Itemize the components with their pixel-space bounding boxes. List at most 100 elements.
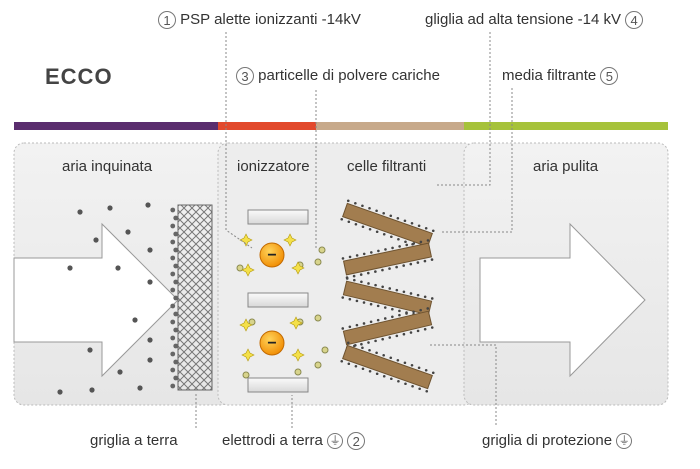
filter-dust [354,222,358,226]
callout-number-3: 3 [236,67,254,86]
filter-dust [411,384,414,388]
captured-particle [170,223,176,229]
filter-dust [418,387,421,391]
dust-particle [115,265,121,271]
filter-dust [341,257,345,260]
filter-dust [369,302,373,306]
filter-dust [346,199,350,203]
filter-dust [398,309,401,313]
filter-dust [409,262,413,266]
filter-dust [395,265,398,269]
band-red [218,122,316,130]
filter-dust [369,320,373,324]
band-tan [316,122,464,130]
band-purple [14,122,218,130]
filter-dust [419,308,422,312]
filter-dust [361,225,365,229]
dust-particle [107,205,113,211]
captured-particle [173,295,179,301]
filter-dust [347,362,351,366]
dust-particle [132,317,138,323]
filter-blade [342,202,433,248]
ground-electrode [247,209,309,225]
filter-dust [423,295,427,299]
filter-dust [395,334,399,338]
dust-particle [145,202,151,208]
captured-particle [170,367,176,373]
charged-particle [314,361,322,369]
zone-label-dirty: aria inquinata [62,158,153,175]
callout-3: 3 particelle di polvere cariche [236,67,440,86]
captured-particle [170,287,176,293]
filter-dust [383,306,387,309]
charged-particle [294,368,302,376]
filter-dust [345,277,349,280]
captured-particle [173,311,179,317]
filter-dust [382,374,386,378]
filter-dust [388,336,392,339]
filter-dust [426,239,430,242]
filter-dust [375,230,379,234]
captured-particle [173,343,179,349]
clean-air-arrow [479,222,646,378]
filter-dust [368,348,371,352]
filter-dust [398,313,401,317]
filter-dust [376,318,380,322]
filter-blade [342,310,433,346]
filter-dust [410,363,414,367]
captured-particle [173,231,179,237]
filter-dust [381,337,384,341]
filter-dust [384,248,387,251]
filter-dust [409,331,413,334]
leader-line-5 [440,88,513,233]
spark-icon [291,348,305,362]
filter-dust [419,240,423,244]
spark-icon [239,318,253,332]
dust-particle [147,247,153,253]
callout-4: gliglia ad alta tensione -14 kV 4 [425,11,644,30]
dust-particle [67,265,73,271]
filter-dust [376,304,380,308]
filter-dust [382,353,385,357]
filter-dust [377,249,380,253]
callout-text-3: particelle di polvere cariche [258,67,440,84]
filter-dust [391,315,394,319]
filter-blade [342,280,433,316]
captured-particle [173,247,179,253]
filter-dust [403,361,407,365]
spark-icon [291,261,305,275]
captured-particle [173,327,179,333]
filter-dust [340,359,344,363]
zone-label-clean: aria pulita [533,158,599,175]
captured-particle [170,303,176,309]
label-protection-grid-text: griglia di protezione [482,432,613,449]
leader-line-protection [430,344,497,425]
captured-particle [173,375,179,381]
spark-icon [283,233,297,247]
filter-dust [396,358,400,362]
filter-dust [355,323,359,327]
filter-dust [368,369,372,373]
charge-symbol: − [267,247,276,264]
filter-dust [359,273,363,276]
captured-particle [170,319,176,325]
filter-dust [381,285,384,289]
dust-particle [57,389,63,395]
callout-text-2: elettrodi a terra [222,432,323,449]
dust-particle [147,357,153,363]
filter-dust [362,322,366,325]
filter-dust [366,271,370,275]
filter-dust [355,299,359,303]
filter-dust [430,297,434,300]
callout-text-5: media filtrante [502,67,597,84]
filter-dust [397,379,400,383]
captured-particle [173,215,179,221]
filter-dust [396,216,400,220]
filter-dust [390,235,393,239]
captured-particle [173,359,179,365]
filter-dust [410,221,414,225]
filter-dust [423,259,427,263]
filter-dust [353,278,356,282]
